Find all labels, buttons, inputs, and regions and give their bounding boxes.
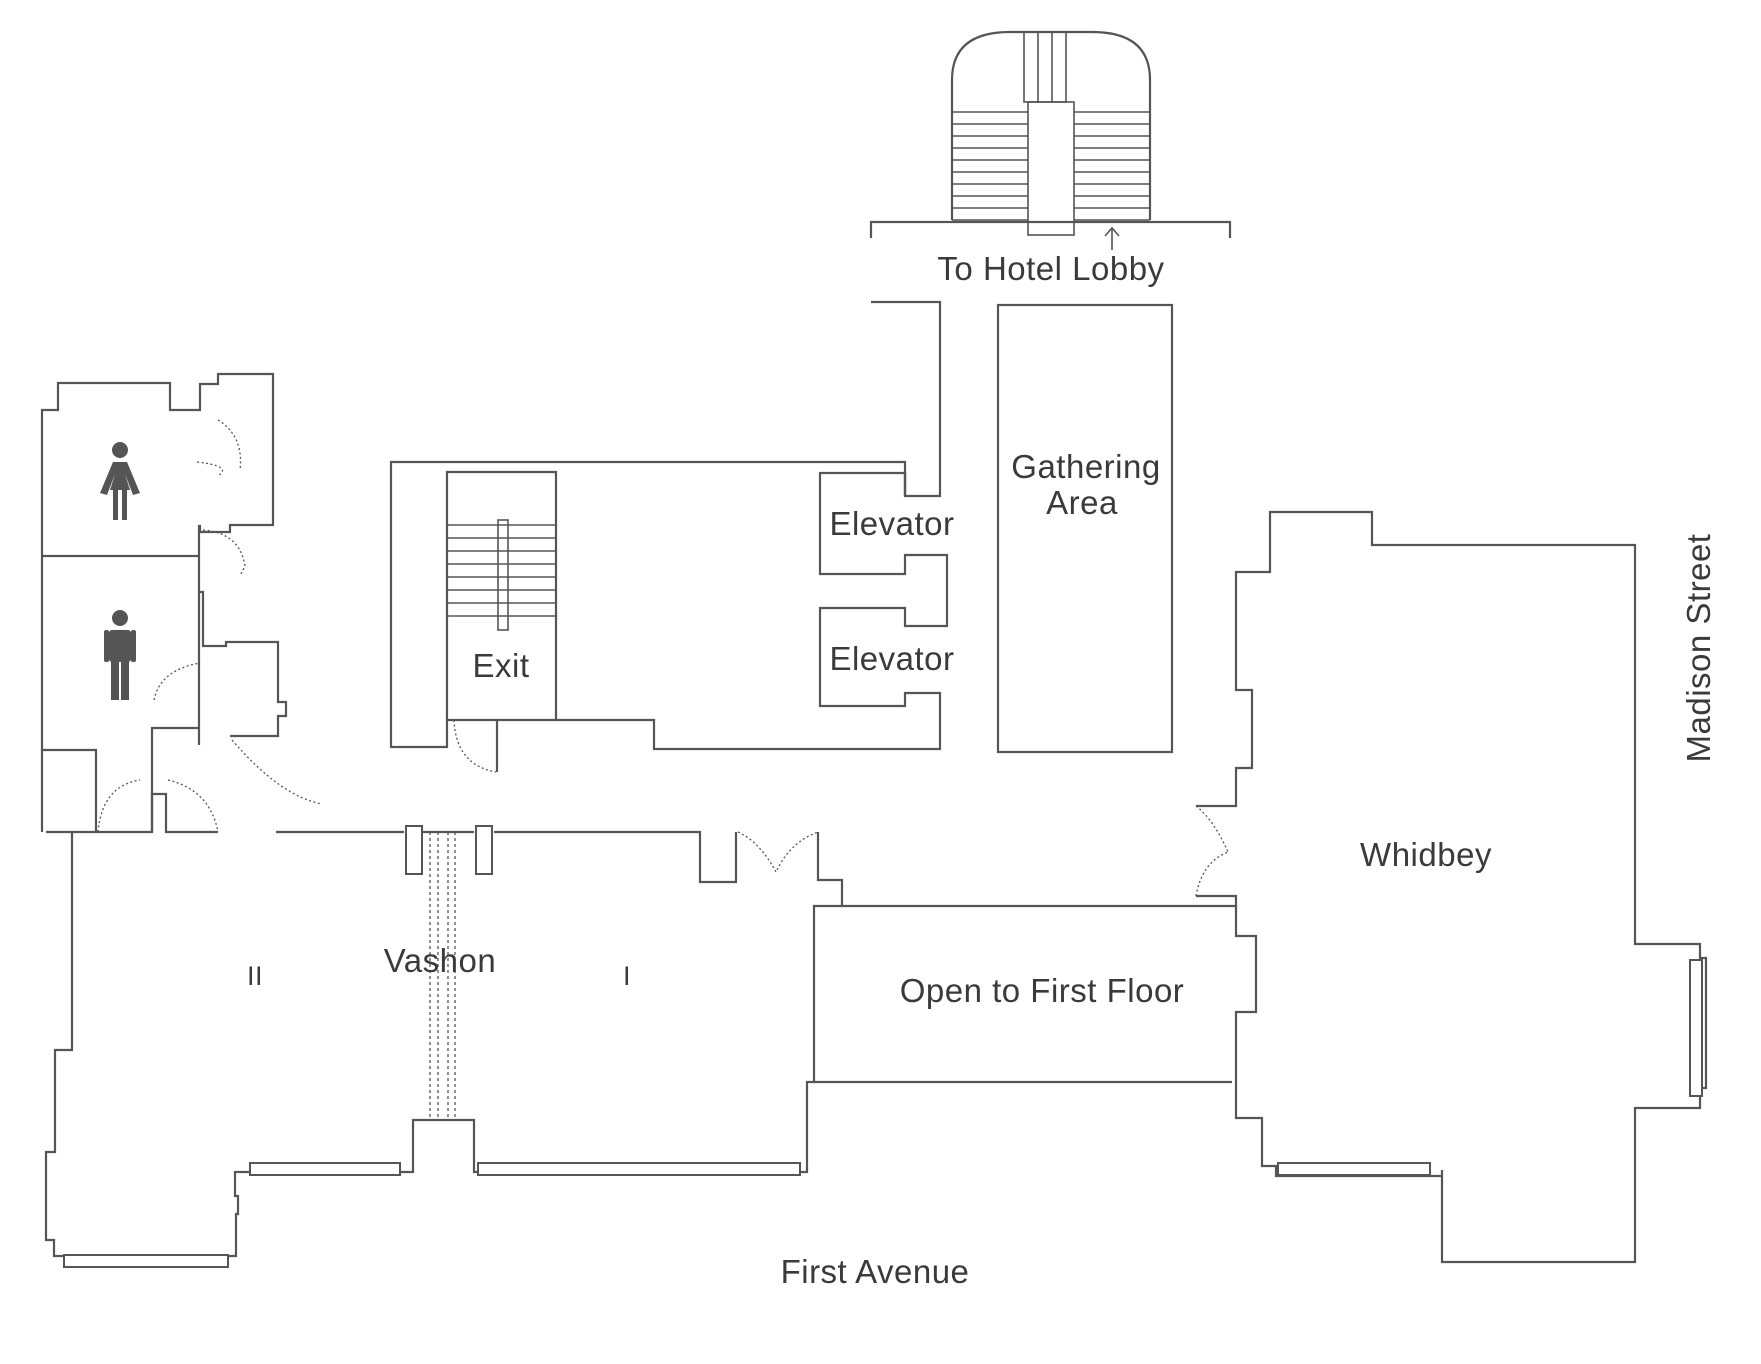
gathering-area-label-1: Gathering bbox=[1011, 448, 1160, 485]
first-avenue-label: First Avenue bbox=[781, 1253, 970, 1290]
open-to-first-floor-label: Open to First Floor bbox=[900, 972, 1185, 1009]
elevator-upper-label: Elevator bbox=[829, 505, 954, 542]
gathering-area-label-2: Area bbox=[1046, 484, 1118, 521]
madison-street-label: Madison Street bbox=[1680, 534, 1717, 763]
whidbey-ballroom[interactable] bbox=[1195, 510, 1708, 1264]
exit-stair-treads bbox=[447, 524, 556, 617]
men-restroom-icon bbox=[104, 610, 136, 700]
stair-treads bbox=[952, 111, 1150, 221]
gathering-area[interactable] bbox=[996, 303, 1174, 754]
to-hotel-lobby-link[interactable]: To Hotel Lobby bbox=[937, 250, 1164, 287]
elevator-lower-label: Elevator bbox=[829, 640, 954, 677]
exit-label: Exit bbox=[472, 647, 529, 684]
vashon-section-ii-label: II bbox=[247, 961, 263, 991]
whidbey-label: Whidbey bbox=[1360, 836, 1492, 873]
vashon-label: Vashon bbox=[384, 942, 496, 979]
to-hotel-lobby-label: To Hotel Lobby bbox=[937, 250, 1164, 287]
vashon-ballroom[interactable] bbox=[40, 748, 844, 1268]
vashon-section-i-label: I bbox=[623, 961, 631, 991]
restrooms-block bbox=[40, 372, 323, 832]
elevator-exit-core bbox=[389, 300, 949, 773]
hotel-lobby-staircase bbox=[869, 30, 1232, 250]
open-to-first-floor-area bbox=[814, 904, 1236, 1084]
women-restroom-icon bbox=[100, 442, 140, 520]
